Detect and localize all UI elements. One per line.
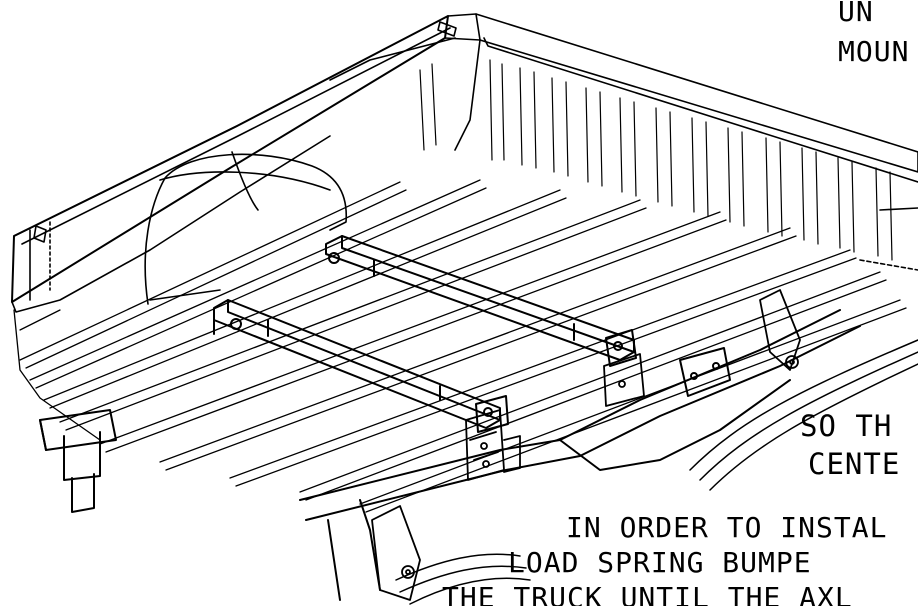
note-right-line-2: CENTE bbox=[808, 447, 901, 481]
note-bottom-line-2: LOAD SPRING BUMPE bbox=[508, 546, 812, 579]
spring-hangers bbox=[371, 289, 801, 601]
hitch-rail-front bbox=[325, 235, 637, 367]
note-bottom-line-3: THE TRUCK UNTIL THE AXL bbox=[442, 581, 853, 606]
hitch-rail-rear bbox=[213, 299, 509, 433]
bed-front-wall bbox=[329, 13, 918, 271]
wheel-well-hump bbox=[144, 151, 348, 305]
leaf-springs bbox=[395, 339, 918, 605]
front-wall-ribs bbox=[419, 59, 893, 261]
bed-left-wall bbox=[11, 15, 457, 313]
note-top-line-1: UN bbox=[838, 0, 874, 28]
note-bottom-line-1: IN ORDER TO INSTAL bbox=[566, 511, 888, 544]
note-right-line-1: SO TH bbox=[800, 409, 893, 443]
note-top-line-2: MOUN bbox=[838, 35, 910, 68]
bed-floor-corrugations bbox=[13, 179, 907, 513]
